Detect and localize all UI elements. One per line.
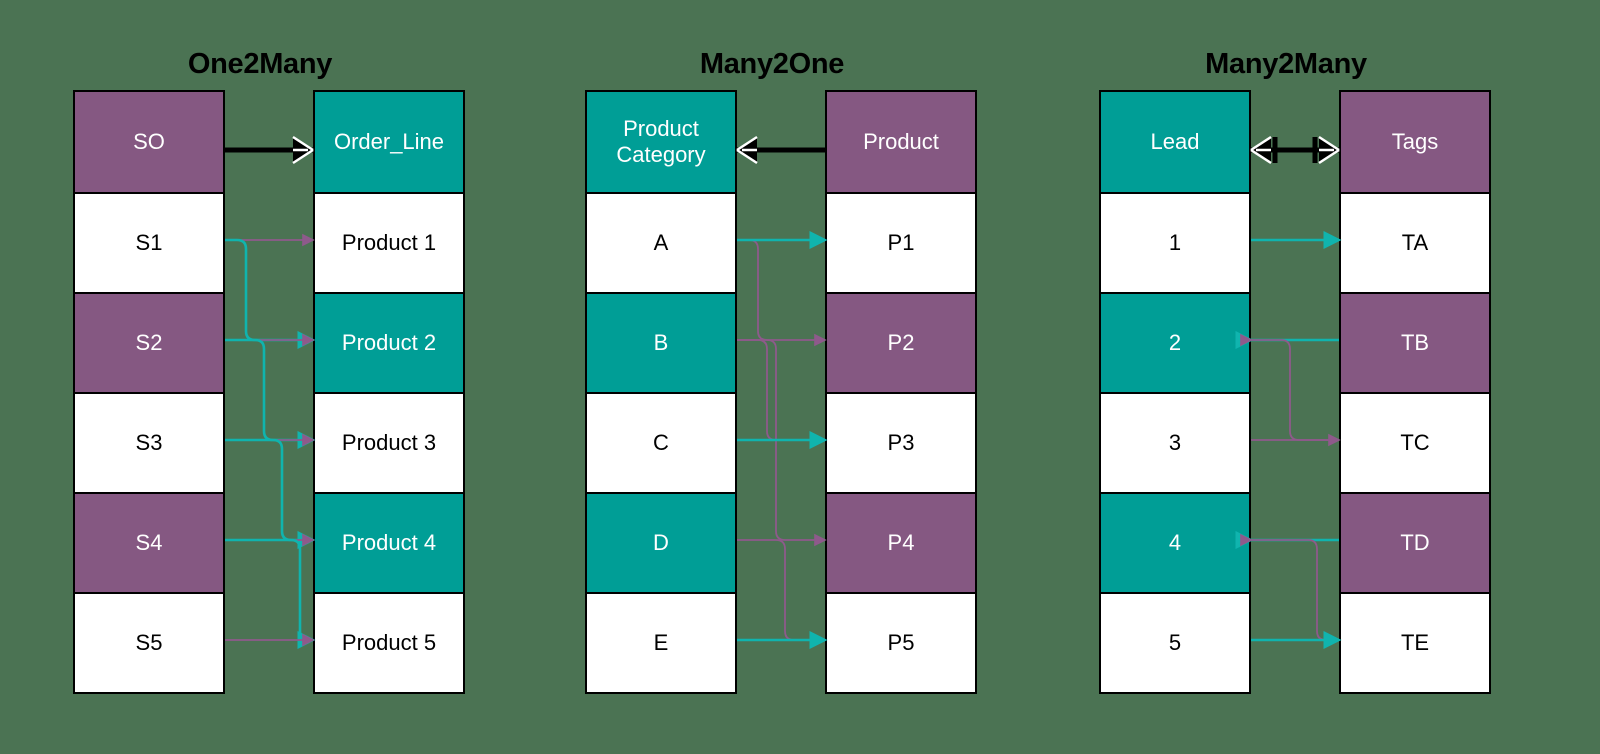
- mapping-link: [225, 338, 316, 450]
- table-header: SO: [75, 92, 223, 192]
- table-row: Product 5: [315, 592, 463, 692]
- crowsfoot-marker: [1312, 135, 1340, 165]
- mapping-link: [1240, 333, 1339, 441]
- table-row: 3: [1101, 392, 1249, 492]
- table-row: TB: [1341, 292, 1489, 392]
- table-row: 2: [1101, 292, 1249, 392]
- table-row: E: [587, 592, 735, 692]
- mapping-link: [1240, 533, 1339, 641]
- table-row: P2: [827, 292, 975, 392]
- table-row: P1: [827, 192, 975, 292]
- table-row: Product 1: [315, 192, 463, 292]
- mapping-link: [225, 438, 316, 550]
- table-row: Product 4: [315, 492, 463, 592]
- table-row: S4: [75, 492, 223, 592]
- table-row: P5: [827, 592, 975, 692]
- mapping-link: [737, 239, 827, 347]
- table-row: S5: [75, 592, 223, 692]
- table-header: Order_Line: [315, 92, 463, 192]
- mapping-link: [737, 339, 827, 447]
- table-header: Tags: [1341, 92, 1489, 192]
- crowsfoot-marker: [736, 135, 758, 165]
- table-row: TE: [1341, 592, 1489, 692]
- table-row: 4: [1101, 492, 1249, 592]
- table-row: S1: [75, 192, 223, 292]
- table-header: Product Category: [587, 92, 735, 192]
- table-row: 5: [1101, 592, 1249, 692]
- table-row: TC: [1341, 392, 1489, 492]
- table-row: TD: [1341, 492, 1489, 592]
- mapping-link: [737, 339, 827, 547]
- panel-title: One2Many: [187, 48, 333, 80]
- table-row: P4: [827, 492, 975, 592]
- table-row: A: [587, 192, 735, 292]
- mapping-link: [737, 539, 827, 647]
- table-row: S2: [75, 292, 223, 392]
- table-row: 1: [1101, 192, 1249, 292]
- table-row: P3: [827, 392, 975, 492]
- table-row: S3: [75, 392, 223, 492]
- mapping-link: [225, 538, 316, 650]
- mapping-link: [225, 238, 316, 350]
- table-row: B: [587, 292, 735, 392]
- table-row: Product 3: [315, 392, 463, 492]
- panel-title: Many2One: [699, 48, 845, 80]
- crowsfoot-marker: [292, 135, 314, 165]
- table-row: D: [587, 492, 735, 592]
- table-header: Product: [827, 92, 975, 192]
- panel-title: Many2Many: [1205, 48, 1367, 80]
- table-row: C: [587, 392, 735, 492]
- table-row: TA: [1341, 192, 1489, 292]
- crowsfoot-marker: [1250, 135, 1278, 165]
- table-header: Lead: [1101, 92, 1249, 192]
- table-row: Product 2: [315, 292, 463, 392]
